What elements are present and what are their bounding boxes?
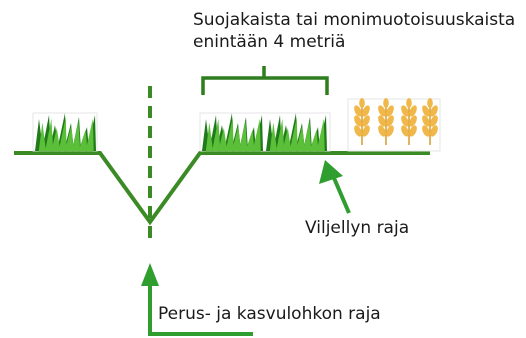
grass-tuft-icon <box>200 113 330 151</box>
ground-profile-line <box>14 153 430 222</box>
cultivation-boundary-arrow <box>319 160 349 213</box>
buffer-strip-brace <box>203 66 327 95</box>
buffer-strip-label-line1: Suojakaista tai monimuotoisuuskaista <box>193 9 515 31</box>
wheat-icon <box>348 98 440 151</box>
cultivation-boundary-label: Viljellyn raja <box>305 217 409 239</box>
grass-tuft-icon <box>33 113 97 151</box>
buffer-strip-label: Suojakaista tai monimuotoisuuskaista eni… <box>193 9 515 53</box>
parcel-boundary-label: Perus- ja kasvulohkon raja <box>158 303 381 325</box>
buffer-strip-label-line2: enintään 4 metriä <box>193 31 515 53</box>
